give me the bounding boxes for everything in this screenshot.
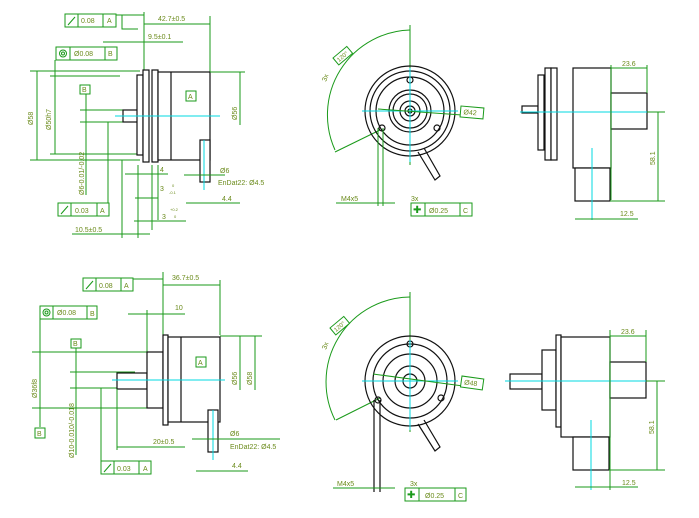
concentricity-datum: B xyxy=(108,51,113,58)
view-top-right: 23.6 58.1 12.5 xyxy=(520,61,665,220)
datum-a-box xyxy=(185,90,197,102)
dim-3a-tol-up: 0 xyxy=(172,183,175,188)
dim-length: 36.7±0.5 xyxy=(172,275,199,282)
runout-icon xyxy=(85,280,94,290)
dim-endat: EnDat22: Ø4.5 xyxy=(230,444,276,451)
dim-dia-shaft: Ø6-0.01/-0.02 xyxy=(79,152,86,195)
dim-58-1: 58.1 xyxy=(650,151,657,165)
diameter-label: Ø42 xyxy=(463,109,477,117)
shaft-runout-frame-bot: 0.03 A xyxy=(100,460,152,475)
dim-12-5: 12.5 xyxy=(620,211,634,218)
position-icon: ✚ xyxy=(407,490,415,501)
concentricity-value: Ø0.08 xyxy=(74,51,93,58)
view-bot-mid-front: 120° 3x Ø48 M4x5 3x ✚ Ø0.25 C xyxy=(321,292,485,502)
view-top-mid-front: 120° 3x Ø42 M4x5 3x ✚ Ø0.25 C xyxy=(321,25,485,217)
runout-value: 0.08 xyxy=(99,283,113,290)
pos-count-label: 3x xyxy=(411,196,419,203)
dim-dia-outer: Ø58 xyxy=(28,112,35,125)
dim-4-4: 4.4 xyxy=(232,463,242,470)
dim-dia-body: Ø56 xyxy=(232,372,239,385)
encoder-body-top-left xyxy=(122,69,211,183)
concentricity-datum: B xyxy=(90,311,95,318)
view-top-left-side: 0.08 A 42.7±0.5 9.5±0.1 Ø0.08 B Ø58 Ø50h… xyxy=(28,12,264,238)
dim-3b: 3 xyxy=(162,214,166,221)
position-value: Ø0.25 xyxy=(429,208,448,215)
dim-flange: 9.5±0.1 xyxy=(148,34,171,41)
position-icon: ✚ xyxy=(413,205,421,216)
shaft-runout-value: 0.03 xyxy=(75,208,89,215)
view-bot-left-side: 0.08 A 36.7±0.5 10 Ø0.08 B Ø36f8 B B Ø10… xyxy=(32,272,280,475)
dim-shaft-len: 20±0.5 xyxy=(153,439,174,446)
datum-a-label: A xyxy=(188,94,193,101)
shaft-runout-datum: A xyxy=(100,208,105,215)
dim-3a-tol-lo: -0.1 xyxy=(169,190,177,195)
position-value: Ø0.25 xyxy=(425,493,444,500)
dim-cable: Ø6 xyxy=(230,431,239,438)
view-bot-right: 23.6 58.1 12.5 xyxy=(505,329,665,490)
dim-4-4: 4.4 xyxy=(222,196,232,203)
dim-cable: Ø6 xyxy=(220,168,229,175)
datum-b-label: B xyxy=(73,341,78,348)
dim-58-1: 58.1 xyxy=(649,420,656,434)
runout-icon xyxy=(103,463,112,473)
count-label: 3x xyxy=(321,341,330,351)
dim-dia-hub: Ø36f8 xyxy=(32,379,39,398)
datum-a-box xyxy=(195,356,207,368)
dim-3b-tol-up: +0.2 xyxy=(170,207,179,212)
runout-icon xyxy=(67,16,76,26)
position-datum: C xyxy=(458,493,463,500)
dim-length: 42.7±0.5 xyxy=(158,16,185,23)
concentricity-icon xyxy=(42,308,51,317)
shaft-runout-datum: A xyxy=(143,466,148,473)
datum-b2-label: B xyxy=(37,431,42,438)
concentricity-frame-top: Ø0.08 B xyxy=(55,46,118,61)
thread-label: M4x5 xyxy=(341,196,358,203)
runout-frame-bot: 0.08 A xyxy=(82,277,134,292)
datum-b-box xyxy=(79,84,91,95)
position-frame-bot: ✚ Ø0.25 C xyxy=(404,487,467,502)
dim-3a: 3 xyxy=(160,186,164,193)
datum-b-label: B xyxy=(82,87,87,94)
dim-shaft-len: 10.5±0.5 xyxy=(75,227,102,234)
dim-23-6: 23.6 xyxy=(621,329,635,336)
runout-value: 0.08 xyxy=(81,18,95,25)
dim-3b-tol-lo: 0 xyxy=(174,214,177,219)
position-datum: C xyxy=(463,208,468,215)
dim-endat: EnDat22: Ø4.5 xyxy=(218,180,264,187)
shaft-runout-frame-top: 0.03 A xyxy=(57,202,110,217)
shaft xyxy=(116,372,148,390)
runout-frame-top: 0.08 A xyxy=(64,13,117,28)
datum-a-label: A xyxy=(198,360,203,367)
dim-dia-spigot: Ø50h7 xyxy=(46,109,53,130)
concentricity-frame-bot: Ø0.08 B xyxy=(39,305,98,320)
pos-count-label: 3x xyxy=(410,481,418,488)
dim-dia-shaft: Ø10-0.010/-0.018 xyxy=(69,403,76,458)
dim-10: 10 xyxy=(175,305,183,312)
concentricity-icon xyxy=(59,49,67,58)
thread-label: M4x5 xyxy=(337,481,354,488)
concentricity-value: Ø0.08 xyxy=(57,310,76,317)
runout-icon xyxy=(60,205,69,215)
dim-23-6: 23.6 xyxy=(622,61,636,68)
count-label: 3x xyxy=(321,73,330,83)
datum-b2-box xyxy=(34,427,46,439)
runout-datum: A xyxy=(107,18,112,25)
position-frame-top: ✚ Ø0.25 C xyxy=(410,202,473,217)
runout-datum: A xyxy=(124,283,129,290)
dim-dia-body: Ø56 xyxy=(232,107,239,120)
dim-4: 4 xyxy=(160,167,164,174)
encoder-body-bot-left xyxy=(116,334,221,453)
shaft-runout-value: 0.03 xyxy=(117,466,131,473)
dim-12-5: 12.5 xyxy=(622,480,636,487)
diameter-label: Ø48 xyxy=(464,379,478,388)
dim-dia-outer: Ø58 xyxy=(247,372,254,385)
cable-gland xyxy=(199,139,211,183)
